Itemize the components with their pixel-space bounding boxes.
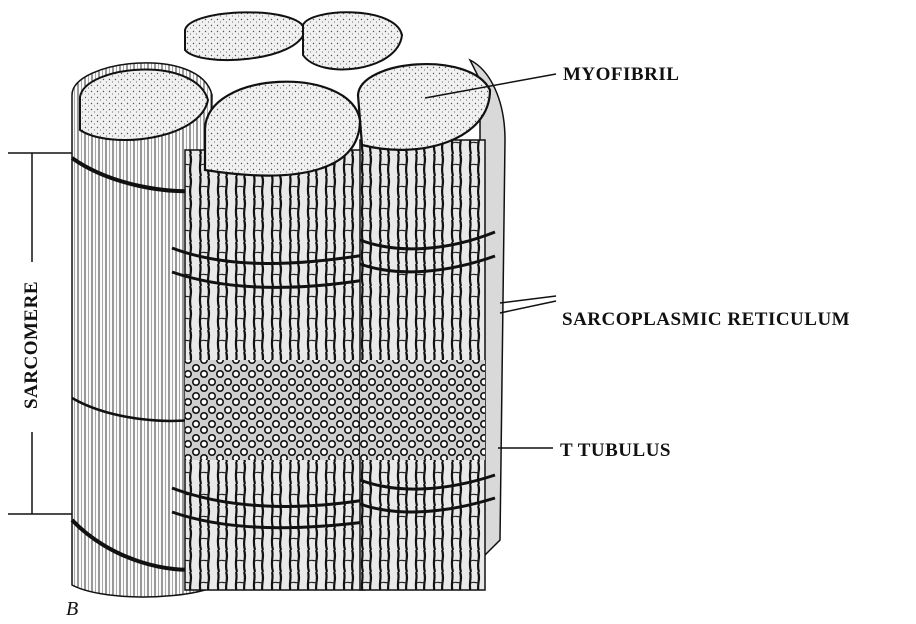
sarcoplasmic-reticulum-leader-lines [500, 296, 556, 313]
sarcoplasmic-reticulum-label: SARCOPLASMIC RETICULUM [562, 309, 850, 331]
myofibril-label: MYOFIBRIL [563, 64, 679, 86]
back-myofibril-caps [185, 12, 402, 69]
sarcomere-label: SARCOMERE [21, 281, 43, 409]
right-myofibril [358, 64, 495, 590]
central-myofibril [172, 82, 365, 590]
panel-letter: B [66, 598, 78, 621]
t-tubulus-label: T TUBULUS [560, 440, 671, 462]
